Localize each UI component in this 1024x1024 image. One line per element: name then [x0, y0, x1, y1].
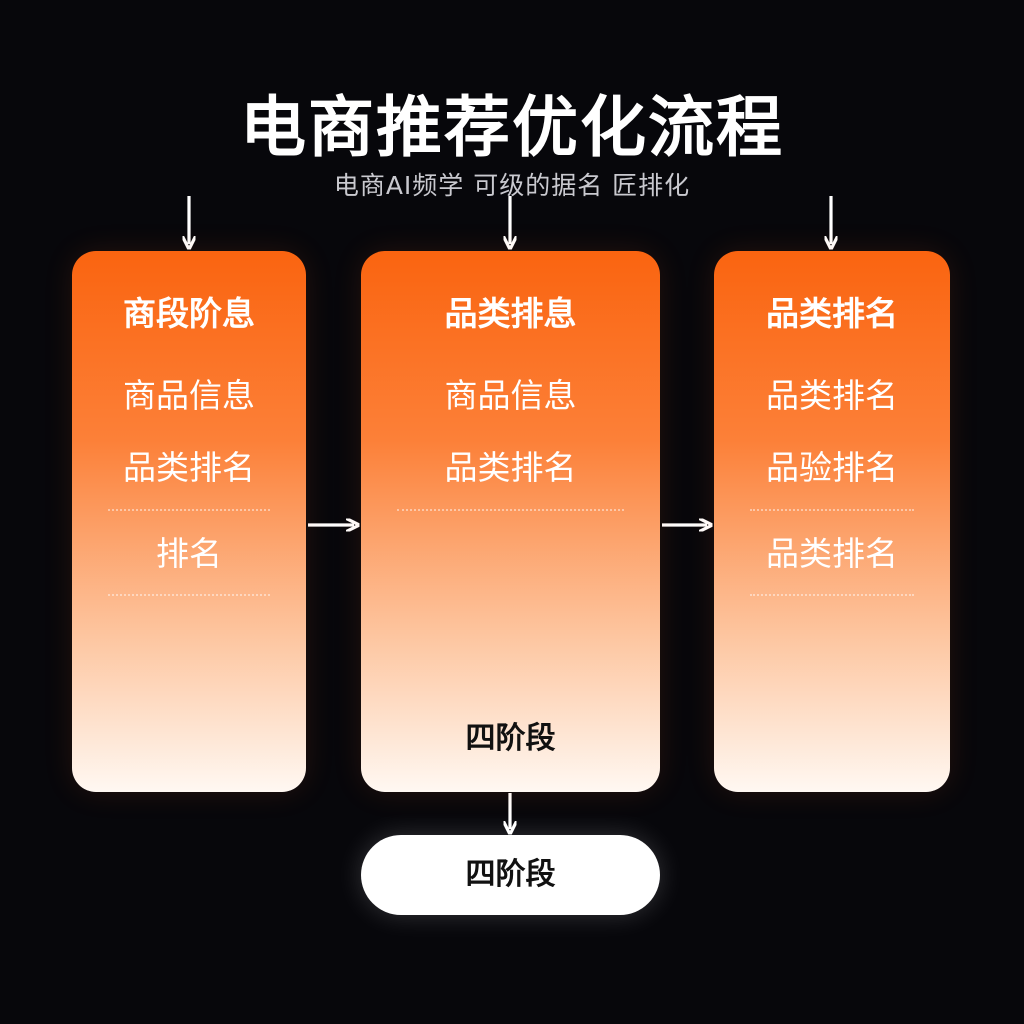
- stage-2-item-1: 商品信息: [444, 376, 577, 415]
- stage-2-title: 品类排息: [444, 294, 577, 333]
- stage-2-divider-1: [397, 509, 624, 511]
- stage-card-3: 品类排名 品类排名 品验排名 品类排名: [714, 251, 950, 792]
- stage-card-2: 品类排息 商品信息 品类排名 四阶段: [361, 251, 660, 792]
- stage-3-title: 品类排名: [766, 294, 898, 333]
- stage-1-title: 商段阶息: [123, 294, 255, 333]
- stage-card-1: 商段阶息 商品信息 品类排名 排名: [72, 251, 306, 792]
- page-title: 电商推荐优化流程: [240, 89, 784, 166]
- stage-2-footer: 四阶段: [465, 721, 556, 756]
- stage-3-item-1: 品类排名: [766, 376, 898, 415]
- stage-3-item-2: 品验排名: [766, 448, 898, 487]
- stage-1-item-3: 排名: [156, 534, 222, 573]
- page-subtitle: 电商AI频学 可级的据名 匠排化: [333, 171, 691, 200]
- stage-3-divider-1: [750, 509, 914, 511]
- stage-1-divider-2: [108, 594, 270, 596]
- stage-1-item-2: 品类排名: [123, 448, 255, 487]
- stage-3-item-3: 品类排名: [766, 534, 898, 573]
- stage-2-item-2: 品类排名: [444, 448, 577, 487]
- final-stage-node: 四阶段: [361, 835, 660, 915]
- stage-1-divider-1: [108, 509, 270, 511]
- stage-3-divider-2: [750, 594, 914, 596]
- stage-1-item-1: 商品信息: [123, 376, 255, 415]
